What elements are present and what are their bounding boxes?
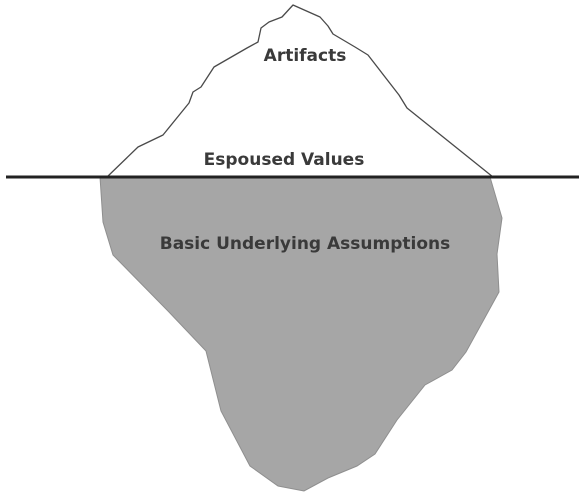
iceberg-tip-outline: [106, 4, 494, 178]
iceberg-submerged-shape: [99, 176, 503, 492]
basic-assumptions-label: Basic Underlying Assumptions: [160, 234, 451, 254]
espoused-values-label: Espoused Values: [204, 150, 365, 170]
artifacts-label: Artifacts: [264, 46, 347, 66]
